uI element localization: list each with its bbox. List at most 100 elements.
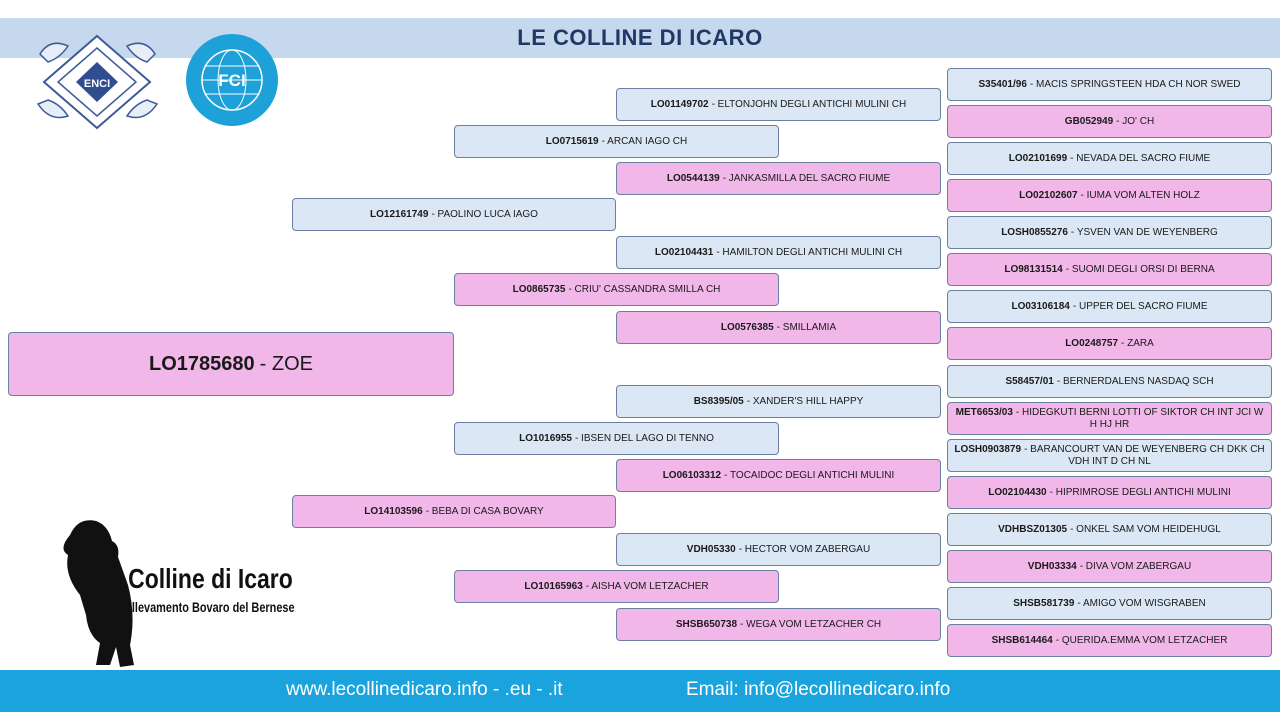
dog-name: - AMIGO VOM WISGRABEN	[1077, 597, 1206, 609]
dog-reg: LO12161749	[370, 208, 429, 220]
footer-band: www.lecollinedicaro.info - .eu - .it Ema…	[0, 670, 1280, 712]
dog-reg: VDHBSZ01305	[998, 523, 1068, 535]
pedigree-grandparent: LO0715619- ARCAN IAGO CH	[454, 125, 779, 158]
dog-reg: S58457/01	[1005, 375, 1054, 387]
pedigree-great-grandparent: LO02104431- HAMILTON DEGLI ANTICHI MULIN…	[616, 236, 941, 269]
dog-name: - ELTONJOHN DEGLI ANTICHI MULINI CH	[711, 98, 907, 110]
pedigree-great-great-grandparent: VDHBSZ01305- ONKEL SAM VOM HEIDEHUGL	[947, 513, 1272, 546]
pedigree-great-great-grandparent: LO02102607- IUMA VOM ALTEN HOLZ	[947, 179, 1272, 212]
pedigree-root: LO1785680 - ZOE	[8, 332, 454, 396]
dog-name: - JANKASMILLA DEL SACRO FIUME	[722, 172, 891, 184]
pedigree-great-great-grandparent: LO98131514- SUOMI DEGLI ORSI DI BERNA	[947, 253, 1272, 286]
pedigree-great-great-grandparent: LOSH0903879- BARANCOURT VAN DE WEYENBERG…	[947, 439, 1272, 472]
dog-reg: LO02101699	[1008, 152, 1068, 164]
dog-reg: LO0576385	[720, 321, 774, 333]
pedigree-great-grandparent: BS8395/05- XANDER'S HILL HAPPY	[616, 385, 941, 418]
pedigree-great-great-grandparent: GB052949- JO' CH	[947, 105, 1272, 138]
dog-reg: SHSB614464	[991, 634, 1053, 646]
page-title: LE COLLINE DI ICARO	[517, 25, 763, 50]
pedigree-great-great-grandparent: SHSB581739- AMIGO VOM WISGRABEN	[947, 587, 1272, 620]
pedigree-great-great-grandparent: SHSB614464- QUERIDA.EMMA VOM LETZACHER	[947, 624, 1272, 657]
dog-name: - BARANCOURT VAN DE WEYENBERG CH DKK CH …	[1024, 443, 1265, 467]
dog-name: - AISHA VOM LETZACHER	[585, 580, 709, 592]
dog-reg: MET6653/03	[955, 406, 1013, 418]
dog-name: - HAMILTON DEGLI ANTICHI MULINI CH	[716, 246, 903, 258]
dog-reg: LO0248757	[1065, 337, 1119, 349]
pedigree-parent: LO12161749- PAOLINO LUCA IAGO	[292, 198, 616, 231]
dog-name: - UPPER DEL SACRO FIUME	[1072, 300, 1208, 312]
pedigree-great-grandparent: SHSB650738- WEGA VOM LETZACHER CH	[616, 608, 941, 641]
dog-name: - SMILLAMIA	[776, 321, 837, 333]
footer-email[interactable]: Email: info@lecollinedicaro.info	[686, 679, 951, 700]
pedigree-great-great-grandparent: LO02104430- HIPRIMROSE DEGLI ANTICHI MUL…	[947, 476, 1272, 509]
dog-reg: LO06103312	[662, 469, 722, 481]
dog-name: - HIDEGKUTI BERNI LOTTI OF SIKTOR CH INT…	[1015, 406, 1264, 430]
pedigree-grandparent: LO1016955- IBSEN DEL LAGO DI TENNO	[454, 422, 779, 455]
pedigree-great-grandparent: VDH05330- HECTOR VOM ZABERGAU	[616, 533, 941, 566]
pedigree-great-great-grandparent: S58457/01- BERNERDALENS NASDAQ SCH	[947, 365, 1272, 398]
pedigree-great-great-grandparent: S35401/96- MACIS SPRINGSTEEN HDA CH NOR …	[947, 68, 1272, 101]
fci-logo: FCI	[184, 32, 280, 128]
dog-name: - MACIS SPRINGSTEEN HDA CH NOR SWED	[1029, 78, 1241, 90]
dog-reg: LO98131514	[1004, 263, 1063, 275]
dog-reg: VDH03334	[1027, 560, 1077, 572]
dog-reg: LO10165963	[524, 580, 583, 592]
dog-reg: LOSH0855276	[1001, 226, 1068, 238]
enci-logo: ENCI	[30, 32, 165, 132]
fci-label: FCI	[218, 71, 245, 90]
pedigree-great-great-grandparent: VDH03334- DIVA VOM ZABERGAU	[947, 550, 1272, 583]
dog-reg: LO14103596	[364, 505, 423, 517]
fci-logo-graphic: FCI	[186, 34, 278, 126]
pedigree-parent: LO14103596- BEBA DI CASA BOVARY	[292, 495, 616, 528]
pedigree-great-grandparent: LO01149702- ELTONJOHN DEGLI ANTICHI MULI…	[616, 88, 941, 121]
dog-reg: LO02104430	[988, 486, 1047, 498]
dog-reg: S35401/96	[978, 78, 1027, 90]
dog-name: - ARCAN IAGO CH	[601, 135, 688, 147]
pedigree-grandparent: LO10165963- AISHA VOM LETZACHER	[454, 570, 779, 603]
enci-label: ENCI	[84, 78, 110, 90]
dog-name: - NEVADA DEL SACRO FIUME	[1070, 152, 1211, 164]
dog-silhouette-icon	[63, 520, 134, 667]
dog-name: - CRIU' CASSANDRA SMILLA CH	[568, 283, 721, 295]
dog-name: - BEBA DI CASA BOVARY	[425, 505, 544, 517]
dog-name: - ZARA	[1121, 337, 1154, 349]
dog-reg: GB052949	[1064, 115, 1114, 127]
kennel-subtitle: Allevamento Bovaro del Bernese	[124, 599, 295, 615]
dog-entry: MET6653/03- HIDEGKUTI BERNI LOTTI OF SIK…	[954, 407, 1265, 431]
pedigree-great-great-grandparent: MET6653/03- HIDEGKUTI BERNI LOTTI OF SIK…	[947, 402, 1272, 435]
dog-reg: VDH05330	[686, 543, 736, 555]
dog-reg: LO02102607	[1019, 189, 1078, 201]
dog-name: - PAOLINO LUCA IAGO	[431, 208, 538, 220]
dog-reg: SHSB581739	[1013, 597, 1075, 609]
pedigree-great-great-grandparent: LO03106184- UPPER DEL SACRO FIUME	[947, 290, 1272, 323]
pedigree-great-grandparent: LO0544139- JANKASMILLA DEL SACRO FIUME	[616, 162, 941, 195]
dog-reg: LO1016955	[519, 432, 572, 444]
dog-reg: SHSB650738	[675, 618, 738, 630]
kennel-logo: Le Colline di Icaro Allevamento Bovaro d…	[50, 515, 295, 670]
dog-name: - IUMA VOM ALTEN HOLZ	[1080, 189, 1200, 201]
dog-name: - HIPRIMROSE DEGLI ANTICHI MULINI	[1049, 486, 1231, 498]
dog-name: - JO' CH	[1116, 115, 1155, 127]
dog-name: - QUERIDA.EMMA VOM LETZACHER	[1055, 634, 1228, 646]
dog-reg: LO1785680	[149, 353, 255, 375]
dog-reg: LO03106184	[1011, 300, 1070, 312]
pedigree-great-grandparent: LO0576385- SMILLAMIA	[616, 311, 941, 344]
dog-name: - SUOMI DEGLI ORSI DI BERNA	[1065, 263, 1215, 275]
dog-name: - DIVA VOM ZABERGAU	[1079, 560, 1192, 572]
enci-logo-graphic: ENCI	[36, 34, 159, 130]
kennel-brand: Le Colline di Icaro	[95, 563, 293, 594]
dog-name: - TOCAIDOC DEGLI ANTICHI MULINI	[724, 469, 895, 481]
dog-name: - ONKEL SAM VOM HEIDEHUGL	[1070, 523, 1221, 535]
dog-reg: LO01149702	[650, 98, 709, 110]
dog-name: - BERNERDALENS NASDAQ SCH	[1056, 375, 1214, 387]
dog-name: - IBSEN DEL LAGO DI TENNO	[574, 432, 714, 444]
dog-reg: LO0865735	[512, 283, 566, 295]
dog-reg: BS8395/05	[693, 395, 744, 407]
dog-entry: LOSH0903879- BARANCOURT VAN DE WEYENBERG…	[954, 444, 1265, 468]
pedigree-great-grandparent: LO06103312- TOCAIDOC DEGLI ANTICHI MULIN…	[616, 459, 941, 492]
dog-name: - HECTOR VOM ZABERGAU	[738, 543, 871, 555]
pedigree-grandparent: LO0865735- CRIU' CASSANDRA SMILLA CH	[454, 273, 779, 306]
pedigree-great-great-grandparent: LO0248757- ZARA	[947, 327, 1272, 360]
pedigree-great-great-grandparent: LOSH0855276- YSVEN VAN DE WEYENBERG	[947, 216, 1272, 249]
footer-websites[interactable]: www.lecollinedicaro.info - .eu - .it	[286, 679, 563, 700]
